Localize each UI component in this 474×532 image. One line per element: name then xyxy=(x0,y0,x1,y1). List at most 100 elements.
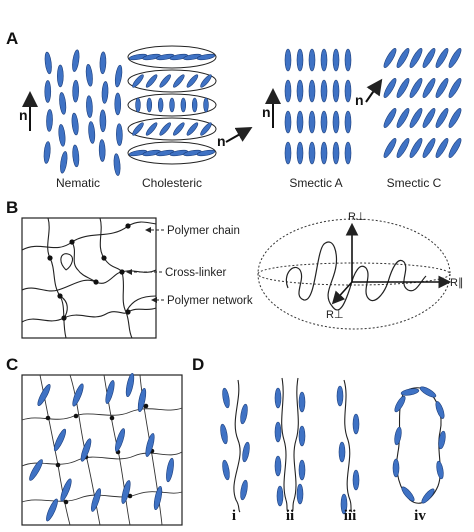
polymer-backbone xyxy=(291,377,299,513)
mesogen xyxy=(169,97,175,113)
mesogen xyxy=(409,138,423,158)
mesogen xyxy=(145,122,158,136)
mesogen xyxy=(58,124,66,147)
mesogen xyxy=(53,428,67,452)
mesogen xyxy=(296,483,304,505)
mesogen xyxy=(435,48,449,68)
axis-label-top: R⊥ xyxy=(348,211,366,223)
caption-nematic: Nematic xyxy=(56,176,100,190)
mesogen xyxy=(220,423,228,445)
polymer-network-box xyxy=(21,217,157,339)
mesogen xyxy=(308,110,316,134)
mesogen xyxy=(137,387,147,413)
mesogen xyxy=(240,403,248,425)
mesogen xyxy=(332,48,340,72)
mesogen xyxy=(383,138,397,158)
mesogen xyxy=(448,48,462,68)
panel-letter-c: C xyxy=(6,355,18,374)
mesogen xyxy=(438,430,446,450)
mesogen xyxy=(99,109,107,133)
label-architecture-i: i xyxy=(232,508,236,524)
mesogen xyxy=(196,149,216,157)
mesogen xyxy=(332,79,340,103)
annotation-polymer-chain: Polymer chain xyxy=(167,225,240,237)
cholesteric-phase xyxy=(127,45,217,165)
axis-label-right: R∥ xyxy=(450,277,463,289)
mesogen xyxy=(409,48,423,68)
mesogen xyxy=(72,144,80,168)
mesogen xyxy=(435,401,445,419)
director-arrow-smectic-c xyxy=(365,78,383,103)
mesogen xyxy=(242,441,250,463)
chain-ellipsoid xyxy=(257,218,452,330)
mesogen xyxy=(43,141,51,164)
axis-label-front: R⊥ xyxy=(326,309,344,321)
mesogen xyxy=(396,108,410,128)
cross-link-point xyxy=(63,499,69,505)
mesogen xyxy=(146,97,153,113)
mesogen xyxy=(308,79,316,103)
caption-smectic-a: Smectic A xyxy=(289,176,342,190)
mesogen xyxy=(132,122,144,136)
mesogen xyxy=(383,78,397,98)
mesogen xyxy=(344,48,352,72)
panel-letter-b: B xyxy=(6,198,18,217)
mesogen xyxy=(116,123,123,146)
mesogen xyxy=(46,498,58,522)
mesogen xyxy=(332,110,340,134)
mesogen xyxy=(274,455,282,477)
mesogen xyxy=(383,108,397,128)
mesogen xyxy=(44,80,52,103)
mesogen xyxy=(29,459,43,481)
director-arrow-cholesteric xyxy=(225,127,253,143)
mesogen xyxy=(436,460,444,480)
side-chain-architectures xyxy=(220,377,446,515)
mesogen xyxy=(296,110,304,134)
mesogen xyxy=(72,49,80,72)
mesogen xyxy=(298,459,306,481)
mesogen xyxy=(320,79,328,103)
mesogen xyxy=(320,141,328,165)
mesogen xyxy=(284,48,292,72)
mesogen xyxy=(338,441,346,463)
smectic-c-phase xyxy=(383,48,462,158)
mesogen xyxy=(200,74,212,88)
mesogen xyxy=(419,386,437,398)
mesogen xyxy=(240,479,248,501)
panel-letter-a: A xyxy=(6,29,18,48)
mesogen xyxy=(344,110,352,134)
mesogen xyxy=(409,108,423,128)
mesogen xyxy=(422,78,436,98)
cross-link-point xyxy=(109,415,115,421)
mesogen xyxy=(296,48,304,72)
mesogen xyxy=(72,79,79,103)
mesogen xyxy=(80,438,92,462)
mesogen xyxy=(222,387,230,409)
mesogen xyxy=(115,428,125,452)
mesogen xyxy=(145,74,158,88)
mesogen xyxy=(180,97,187,113)
mesogen xyxy=(153,485,163,511)
mesogen xyxy=(352,469,360,491)
mesogen xyxy=(132,74,144,88)
mesogen xyxy=(222,459,230,481)
director-label-smectic-a: n xyxy=(262,104,271,120)
mesogen xyxy=(422,108,436,128)
mesogen xyxy=(284,79,292,103)
mesogen xyxy=(320,48,328,72)
mesogen xyxy=(352,413,360,435)
mesogen xyxy=(44,51,52,75)
mesogen xyxy=(401,486,415,502)
polymer-backbone xyxy=(396,387,442,504)
mesogen xyxy=(121,480,131,504)
mesogen xyxy=(274,421,282,443)
caption-cholesteric: Cholesteric xyxy=(142,176,202,190)
mesogen xyxy=(37,384,51,406)
mesogen xyxy=(203,97,209,113)
mesogen xyxy=(173,74,185,88)
label-architecture-iii: iii xyxy=(344,508,357,524)
mesogen xyxy=(400,388,420,396)
label-architecture-ii: ii xyxy=(286,508,294,524)
mesogen xyxy=(296,79,304,103)
